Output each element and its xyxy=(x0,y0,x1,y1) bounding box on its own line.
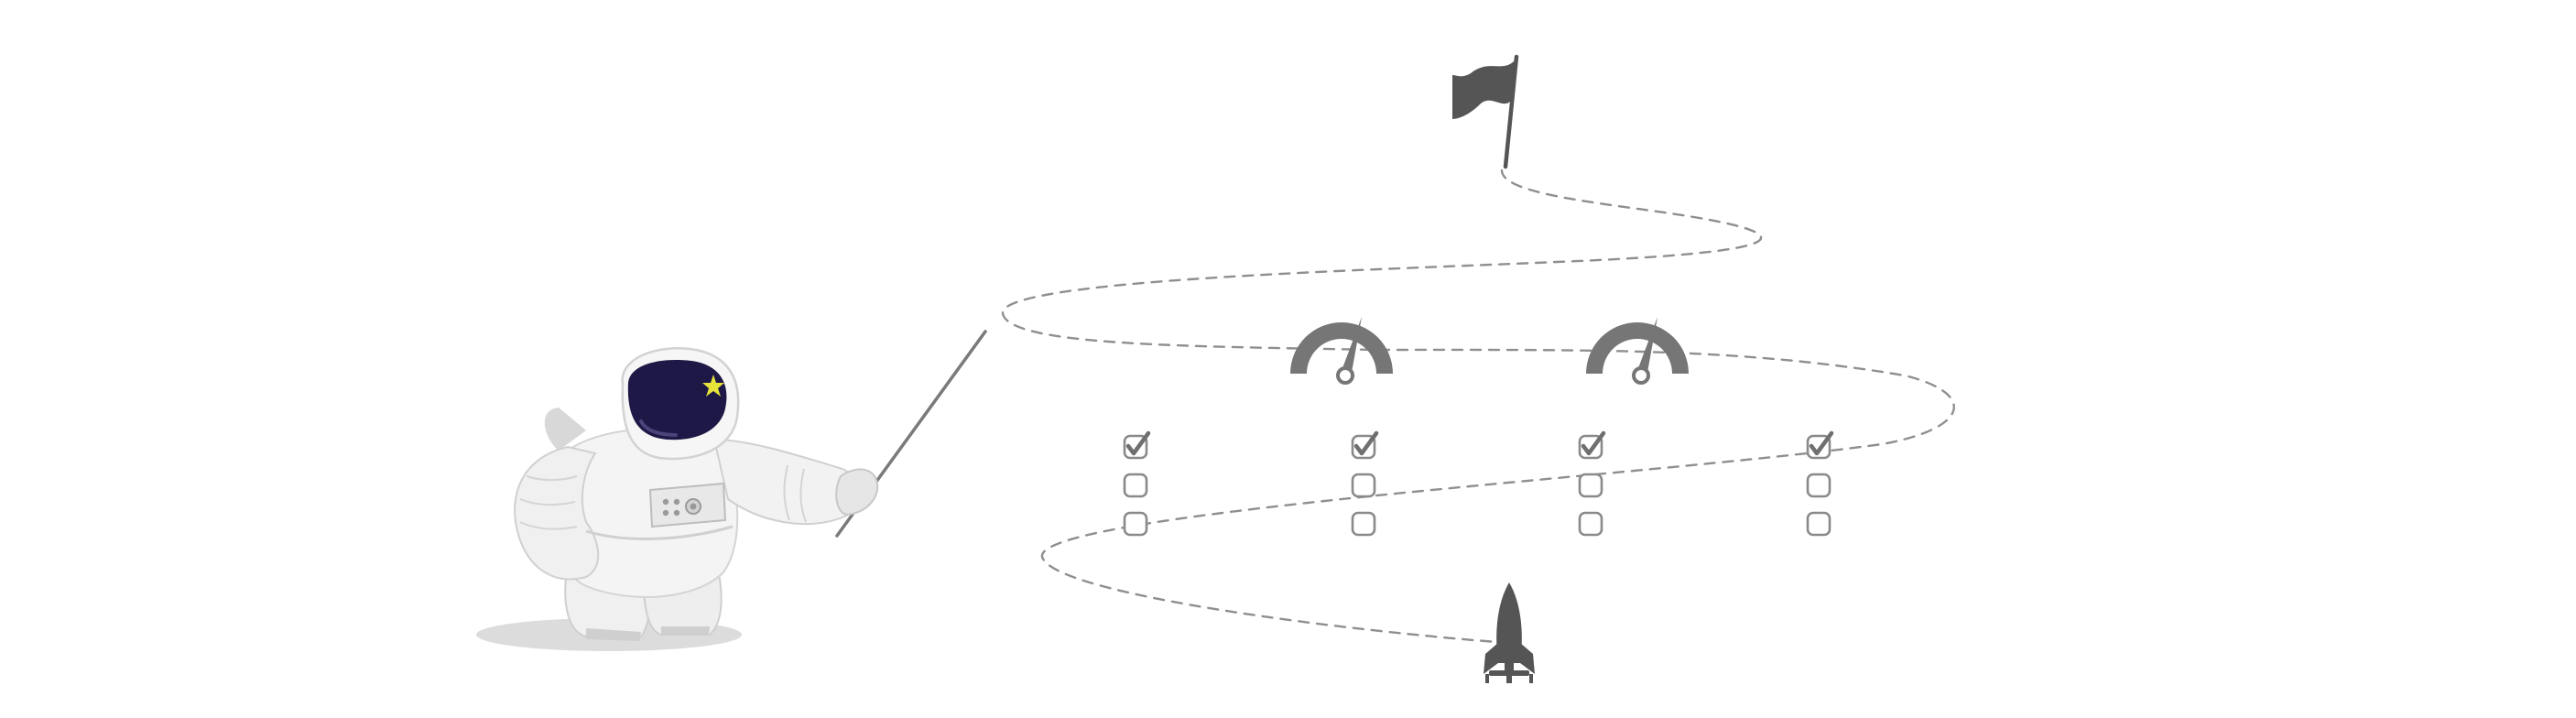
checkbox-icon xyxy=(1578,511,1603,537)
speedometer-icon xyxy=(1290,317,1393,385)
checkbox-icon xyxy=(1123,430,1151,460)
rocket-icon xyxy=(1484,582,1535,683)
visor-star xyxy=(702,375,724,397)
speedometer-icon xyxy=(1586,317,1689,385)
checklist-column xyxy=(1578,430,1606,537)
checkbox-icon xyxy=(1806,511,1831,537)
checkbox-icon xyxy=(1578,473,1603,498)
flag-icon xyxy=(1452,54,1519,169)
dashed-route-path xyxy=(1001,169,1955,645)
checklist-column xyxy=(1806,430,1834,537)
checkbox-icon xyxy=(1578,430,1606,460)
checkbox-icon xyxy=(1806,473,1831,498)
checkbox-icon xyxy=(1123,511,1148,537)
checkbox-icon xyxy=(1351,430,1379,460)
checklist-column xyxy=(1123,430,1151,537)
astronaut-mascot xyxy=(476,330,987,651)
checkbox-icon xyxy=(1806,430,1834,460)
checklist-column xyxy=(1351,430,1379,537)
checkbox-icon xyxy=(1123,473,1148,498)
checkbox-icon xyxy=(1351,511,1376,537)
checkbox-icon xyxy=(1351,473,1376,498)
